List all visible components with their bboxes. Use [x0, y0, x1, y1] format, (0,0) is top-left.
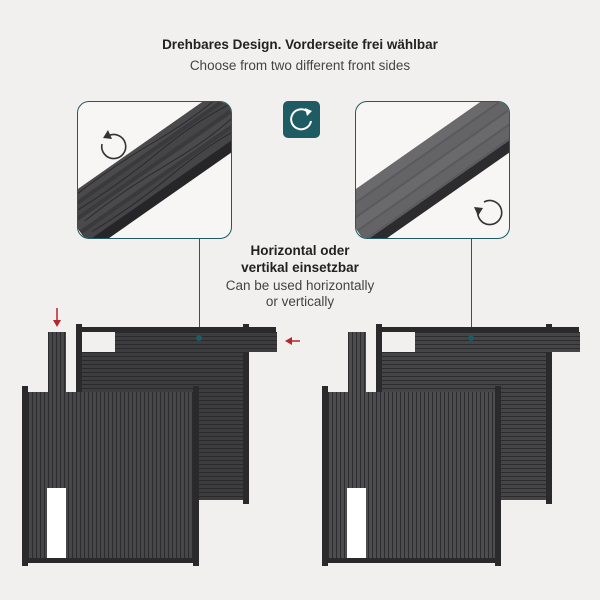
rotate-arrow-icon: [290, 108, 312, 131]
detail-woodgrain-side: [77, 101, 232, 239]
rotate-arrow-icon: [100, 133, 127, 160]
connector-line-right: [471, 238, 472, 338]
fence-assembly-right: [300, 300, 600, 600]
orientation-subheading: Can be used horizontally or vertically: [200, 278, 400, 310]
grooved-board-illustration: [356, 102, 509, 238]
detail-grooved-side: [355, 101, 510, 239]
fence-assembly-left: [0, 300, 300, 600]
rotate-icon: [283, 101, 320, 138]
woodgrain-board-illustration: [78, 102, 231, 238]
fence-illustration-woodgrain: [22, 308, 300, 566]
orientation-subheading-line2: or vertically: [265, 294, 335, 309]
connector-line-left: [199, 238, 200, 338]
headline-german: Drehbares Design. Vorderseite frei wählb…: [162, 37, 438, 52]
orientation-heading: Horizontal oder vertikal einsetzbar: [200, 242, 400, 276]
arrow-indicator-icon: [53, 308, 300, 345]
headline-english: Choose from two different front sides: [189, 58, 411, 73]
rotate-arrow-icon: [476, 199, 503, 226]
orientation-subheading-line1: Can be used horizontally: [225, 278, 375, 293]
orientation-heading-line2: vertikal einsetzbar: [241, 260, 359, 275]
orientation-heading-line1: Horizontal oder: [250, 243, 350, 258]
fence-illustration-grooved: [322, 324, 580, 566]
